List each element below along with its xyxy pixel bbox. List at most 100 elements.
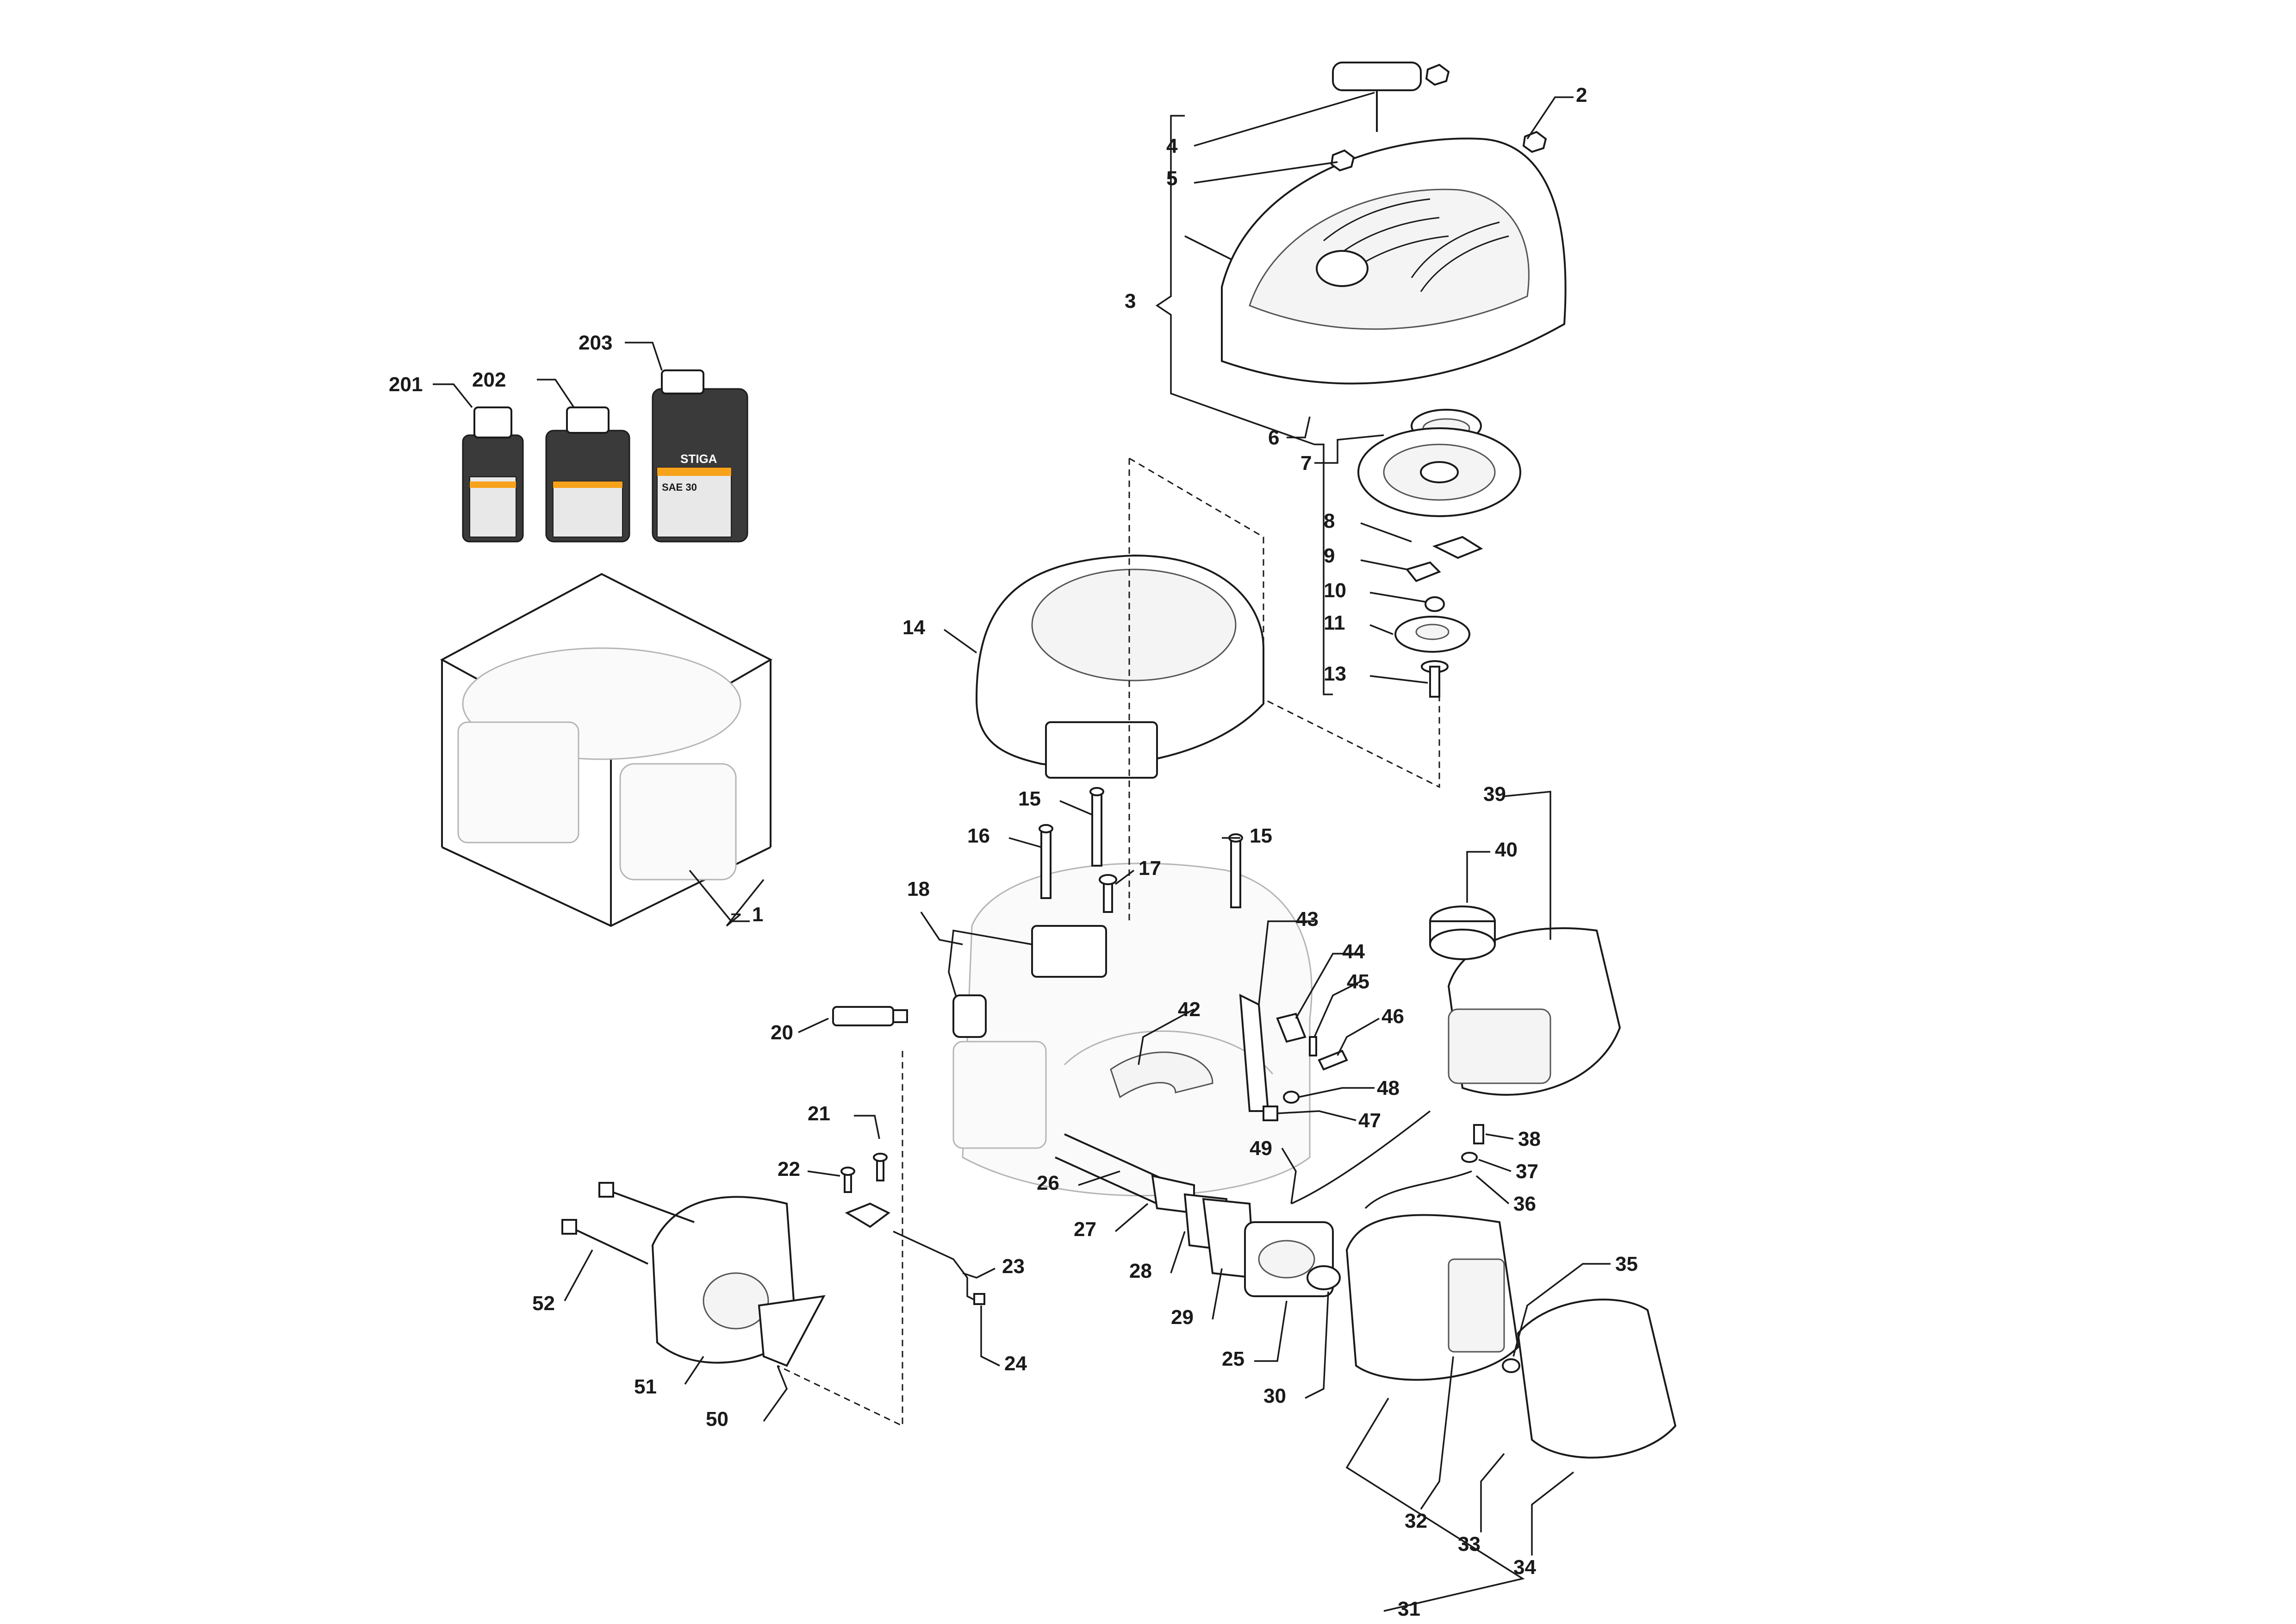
callout-18: 18 [907, 878, 930, 900]
screw-22 [840, 1167, 855, 1193]
callout-33: 33 [1458, 1533, 1481, 1555]
pawl-8 [1432, 536, 1483, 559]
fuel-line-36 [1364, 1170, 1472, 1209]
stud-26-a [1064, 1133, 1167, 1181]
nut-35 [1502, 1358, 1520, 1373]
throttle-rod-23 [893, 1230, 977, 1302]
callout-45: 45 [1347, 970, 1369, 993]
callout-28: 28 [1129, 1260, 1152, 1282]
callout-50: 50 [706, 1408, 728, 1430]
callout-8: 8 [1324, 510, 1335, 532]
stud-16 [1039, 824, 1053, 899]
clip-24 [973, 1293, 985, 1305]
bottle-brand-text: STIGA [680, 452, 717, 466]
callout-2: 2 [1576, 84, 1587, 106]
fuel-tank-39 [1447, 927, 1621, 1096]
callout-27: 27 [1074, 1218, 1096, 1241]
callout-37: 37 [1516, 1160, 1538, 1183]
callout-34: 34 [1513, 1556, 1536, 1579]
callout-201: 201 [389, 373, 423, 396]
callout-17: 17 [1139, 857, 1161, 880]
gasket-50 [758, 1295, 826, 1367]
starter-pulley [1357, 427, 1521, 517]
callout-32: 32 [1405, 1510, 1427, 1532]
callout-10: 10 [1324, 579, 1346, 602]
breather-tube-42 [1110, 1051, 1213, 1099]
ignition-coil [948, 925, 1107, 1038]
callout-3: 3 [1125, 290, 1136, 312]
callout-203: 203 [579, 331, 612, 354]
callout-52: 52 [532, 1292, 555, 1315]
callout-38: 38 [1518, 1128, 1541, 1150]
callout-31: 31 [1398, 1598, 1420, 1620]
spring-46 [1318, 1049, 1348, 1071]
filter-38 [1473, 1124, 1484, 1144]
bracket-group-3 [1155, 115, 1315, 445]
callout-48: 48 [1377, 1077, 1400, 1099]
callout-49: 49 [1250, 1137, 1272, 1160]
callout-51: 51 [634, 1375, 657, 1398]
washer-10 [1425, 596, 1445, 612]
stud-15-left [1089, 787, 1104, 867]
callout-1: 1 [752, 903, 763, 926]
friction-plate-11 [1394, 616, 1470, 653]
callout-40: 40 [1495, 838, 1518, 861]
callout-35: 35 [1615, 1253, 1638, 1275]
callout-29: 29 [1171, 1306, 1194, 1329]
spark-plug [832, 1006, 908, 1026]
callout-16: 16 [967, 824, 990, 847]
callout-44: 44 [1342, 940, 1365, 963]
nut-5 [1330, 149, 1355, 172]
oil-bottle-201 [462, 406, 524, 543]
choke-rod-49 [1291, 1110, 1431, 1205]
callout-25: 25 [1222, 1348, 1244, 1370]
starter-handle [1332, 62, 1422, 132]
callout-9: 9 [1324, 544, 1335, 567]
screw-13 [1421, 660, 1449, 698]
bracket-44 [1276, 1012, 1307, 1043]
oil-bottle-203: STIGA SAE 30 [652, 369, 748, 543]
screw-21 [873, 1153, 888, 1181]
screw-47 [1263, 1106, 1278, 1121]
engine-assembly-box [440, 573, 773, 927]
callout-4: 4 [1166, 135, 1178, 157]
stud-15-right [1228, 833, 1243, 908]
callout-6: 6 [1268, 426, 1279, 449]
callout-labels: 1 2 3 4 5 6 7 8 9 10 11 13 14 15 15 16 1… [389, 84, 1638, 1620]
callout-7: 7 [1300, 452, 1312, 475]
alignment-line-muffler [777, 1051, 903, 1427]
callout-20: 20 [771, 1021, 793, 1044]
bolt-52-lower [561, 1219, 648, 1265]
nut-4 [1425, 63, 1450, 86]
callout-39: 39 [1483, 783, 1506, 806]
oil-bottle-202 [545, 406, 630, 543]
callout-11: 11 [1324, 612, 1345, 634]
callout-26: 26 [1037, 1172, 1059, 1194]
screw-45 [1309, 1036, 1317, 1056]
callout-15b: 15 [1250, 824, 1272, 847]
callout-202: 202 [472, 369, 506, 391]
nut-2 [1522, 131, 1547, 153]
stud-26-b [1055, 1156, 1157, 1205]
callout-23: 23 [1002, 1255, 1025, 1278]
filter-element-33 [1448, 1258, 1505, 1353]
callout-22: 22 [778, 1158, 800, 1181]
blower-housing [975, 554, 1264, 779]
screw-17 [1099, 874, 1117, 913]
clamp-37 [1461, 1152, 1478, 1163]
spring-9 [1405, 561, 1441, 582]
callout-5: 5 [1166, 167, 1177, 190]
recoil-starter-cover [1221, 137, 1567, 385]
fuel-cap-40 [1429, 906, 1496, 960]
callout-21: 21 [808, 1102, 830, 1125]
callout-15a: 15 [1018, 787, 1041, 810]
callout-47: 47 [1358, 1109, 1381, 1132]
callout-36: 36 [1513, 1193, 1536, 1215]
gasket-30 [1307, 1265, 1341, 1290]
bottle-grade-text: SAE 30 [662, 481, 697, 493]
bracket-22 [845, 1202, 890, 1228]
callout-43: 43 [1296, 908, 1319, 931]
callout-42: 42 [1178, 998, 1201, 1021]
callout-13: 13 [1324, 662, 1346, 685]
